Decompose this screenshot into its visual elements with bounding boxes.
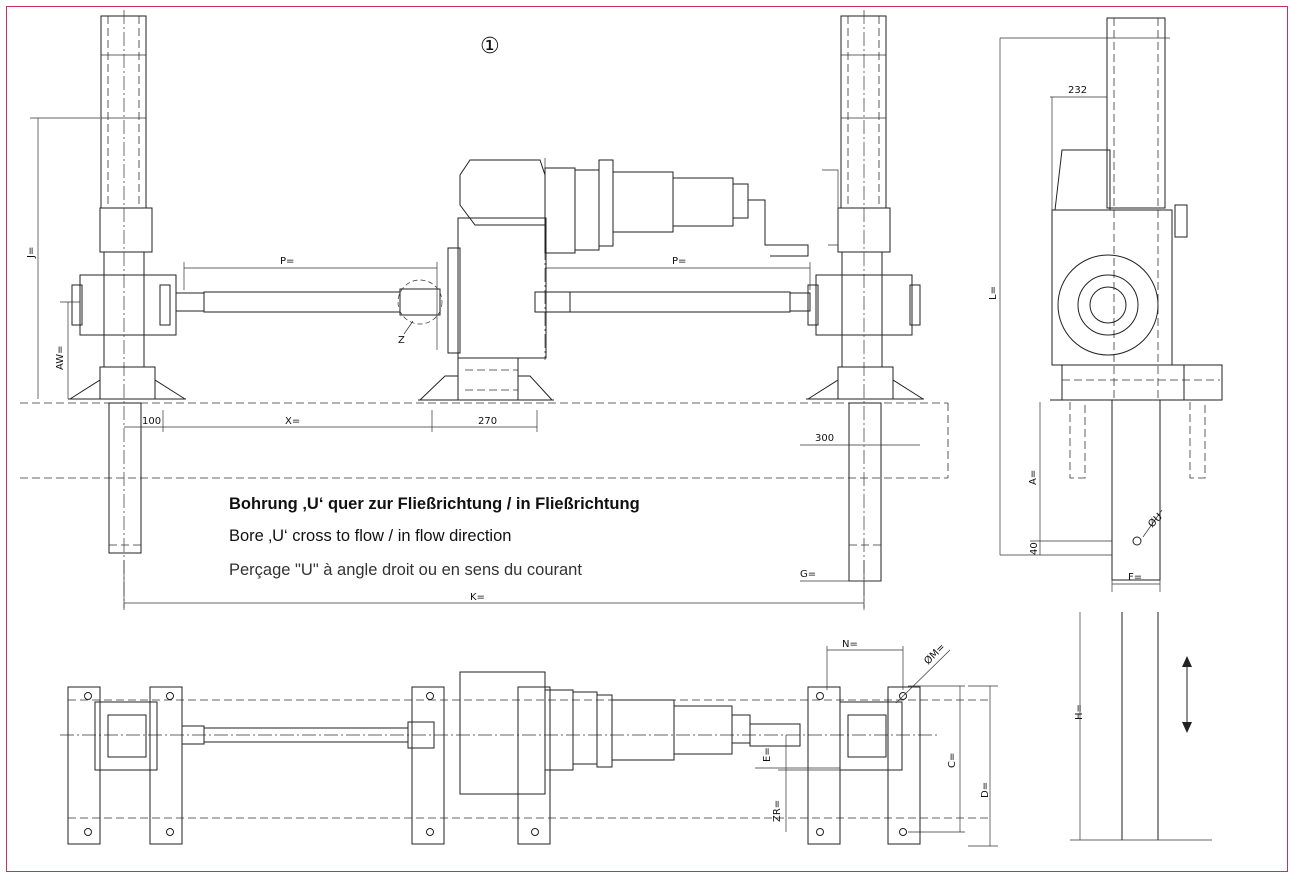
dim-m: ØM= <box>922 641 948 667</box>
dim-e: E= <box>762 747 773 762</box>
side-view <box>999 17 1223 592</box>
dim-n: N= <box>842 639 858 650</box>
drawing-frame <box>6 6 1288 872</box>
dim-zr: ZR= <box>772 800 783 822</box>
dim-k: K= <box>470 592 485 603</box>
dim-p-right: P= <box>672 256 686 267</box>
dim-270: 270 <box>478 416 497 427</box>
left-spindle-column <box>68 10 186 610</box>
note-french: Perçage "U" à angle droit ou en sens du … <box>229 561 582 579</box>
dim-d: D= <box>980 782 991 798</box>
note-english: Bore ‚U‘ cross to flow / in flow directi… <box>229 527 512 545</box>
dim-40: 40 <box>1029 542 1040 555</box>
dim-l: L= <box>988 286 999 300</box>
dim-p-left: P= <box>280 256 294 267</box>
dim-100: 100 <box>142 416 161 427</box>
dim-c: C= <box>947 753 958 768</box>
dimension-labels: P= P= J= AW= Z 100 X= 270 300 G= K= L= 2… <box>26 85 1165 822</box>
dim-z: Z <box>398 335 405 346</box>
gearbox <box>418 158 809 401</box>
dim-300: 300 <box>815 433 834 444</box>
dim-f: F= <box>1128 572 1142 583</box>
h-detail-view <box>1070 612 1212 841</box>
dim-aw: AW= <box>55 345 66 370</box>
dim-u: ØU <box>1146 511 1165 530</box>
front-view <box>20 10 949 610</box>
top-view <box>60 646 998 847</box>
dim-x: X= <box>285 416 300 427</box>
dim-g: G= <box>800 569 816 580</box>
note-german: Bohrung ‚U‘ quer zur Fließrichtung / in … <box>229 495 640 513</box>
dim-232: 232 <box>1068 85 1087 96</box>
dim-a: A= <box>1028 470 1039 485</box>
dim-h: H= <box>1074 704 1085 720</box>
dim-j: J= <box>26 247 37 259</box>
figure-number: ① <box>480 34 500 59</box>
right-spindle-column <box>806 10 924 610</box>
